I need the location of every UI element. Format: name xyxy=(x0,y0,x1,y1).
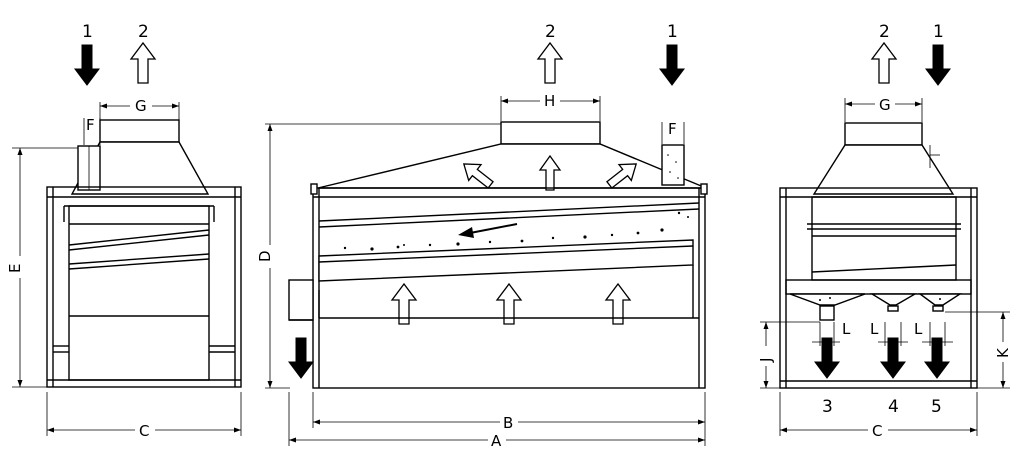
dimension-f-center: F xyxy=(668,120,677,138)
outlet-label-3: 3 xyxy=(822,397,833,417)
dimension-g-left: G xyxy=(135,97,147,115)
dimension-j: J xyxy=(757,358,775,363)
inlet-label-right: 1 xyxy=(933,22,944,42)
dimension-l-4: L xyxy=(870,320,879,338)
dimension-e: E xyxy=(6,264,24,273)
dimension-b: B xyxy=(503,414,513,432)
product-outlet-arrow-icon xyxy=(924,337,950,379)
air-outlet-label-left: 2 xyxy=(138,22,149,42)
inlet-arrow-icon xyxy=(74,44,100,86)
product-outlet-arrow-icon xyxy=(288,337,314,379)
inlet-label-left: 1 xyxy=(82,22,93,42)
dimension-c-right: C xyxy=(872,422,882,440)
product-outlet-arrow-icon xyxy=(814,337,840,379)
inlet-label-center: 1 xyxy=(667,22,678,42)
dimension-l-5: L xyxy=(914,320,923,338)
air-outlet-arrow-icon xyxy=(537,42,563,84)
air-outlet-arrow-icon xyxy=(871,42,897,84)
dimension-d: D xyxy=(256,250,274,262)
dimension-g-right: G xyxy=(879,96,891,114)
front-view: 2 1 H F xyxy=(256,22,708,450)
dimension-f-left: F xyxy=(86,116,95,134)
air-outlet-label-right: 2 xyxy=(879,22,890,42)
dimension-l-3: L xyxy=(842,320,851,338)
material-flow-arrow-icon xyxy=(469,223,518,234)
inlet-arrow-icon xyxy=(659,44,685,86)
right-side-view: 2 1 G xyxy=(757,22,1012,440)
dimension-a: A xyxy=(491,432,502,450)
air-outlet-label-center: 2 xyxy=(545,22,556,42)
dimension-h: H xyxy=(544,92,555,110)
air-outlet-arrow-icon xyxy=(130,42,156,84)
dimension-k: K xyxy=(994,347,1012,358)
outlet-label-5: 5 xyxy=(931,397,942,417)
left-side-view: 1 2 G F xyxy=(6,22,242,440)
inlet-arrow-icon xyxy=(925,44,951,86)
dimension-c-left: C xyxy=(139,422,149,440)
outlet-label-4: 4 xyxy=(888,397,899,417)
